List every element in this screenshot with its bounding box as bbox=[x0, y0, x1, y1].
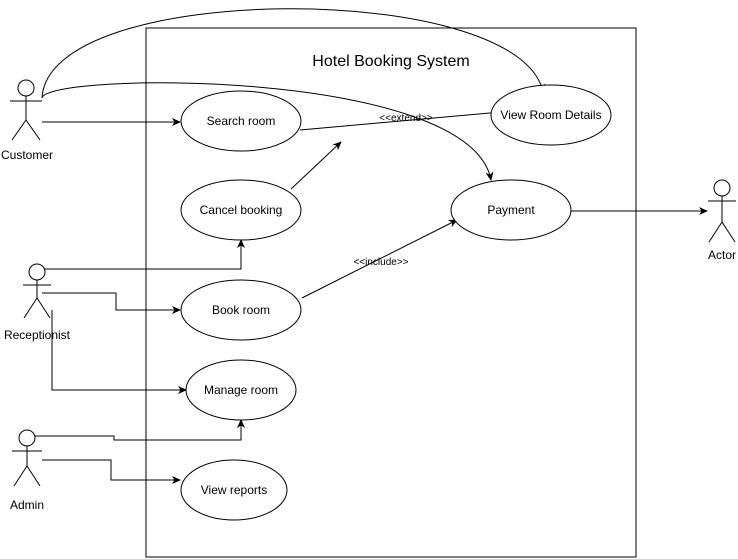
use-case-label: Book room bbox=[212, 303, 270, 317]
include-label: <<include>> bbox=[353, 257, 408, 268]
use-case-label: View reports bbox=[201, 483, 267, 497]
actor-external[interactable]: Actor bbox=[708, 179, 736, 262]
use-case-label: View Room Details bbox=[500, 108, 601, 122]
receptionist-to-book-room-connector bbox=[42, 292, 181, 314]
extend-connector bbox=[299, 108, 502, 131]
actor-admin[interactable]: Admin bbox=[10, 429, 44, 512]
actor-label: Admin bbox=[10, 498, 44, 512]
use-case-label: Payment bbox=[487, 203, 535, 217]
admin-to-view-reports-connector bbox=[42, 459, 181, 484]
use-case-view-room-details[interactable]: View Room Details bbox=[490, 84, 612, 146]
actor-label: Actor bbox=[708, 248, 736, 262]
use-case-view-reports[interactable]: View reports bbox=[180, 459, 288, 521]
extend-label: <<extend>> bbox=[379, 113, 433, 124]
receptionist-to-cancel-booking-connector bbox=[42, 239, 245, 270]
stick-figure-icon bbox=[10, 79, 42, 141]
actor-label: Customer bbox=[1, 148, 53, 162]
use-case-book-room[interactable]: Book room bbox=[180, 279, 302, 341]
include-connector bbox=[301, 219, 458, 299]
stick-figure-icon bbox=[708, 179, 736, 243]
customer-to-view-room-details-connector bbox=[41, 8, 546, 99]
stick-figure-icon bbox=[23, 263, 51, 319]
use-case-search-room[interactable]: Search room bbox=[180, 90, 302, 152]
cancel-booking-extension-connector bbox=[290, 141, 342, 190]
system-boundary bbox=[145, 27, 637, 558]
use-case-payment[interactable]: Payment bbox=[450, 179, 572, 241]
actor-label: Receptionist bbox=[4, 328, 71, 342]
use-case-label: Search room bbox=[207, 114, 276, 128]
receptionist-to-manage-room-connector bbox=[51, 310, 187, 394]
use-case-manage-room[interactable]: Manage room bbox=[185, 359, 297, 421]
stick-figure-icon bbox=[12, 429, 42, 487]
use-case-label: Cancel booking bbox=[200, 203, 283, 217]
actor-customer[interactable]: Customer bbox=[1, 79, 53, 162]
use-case-cancel-booking[interactable]: Cancel booking bbox=[180, 179, 302, 241]
actor-receptionist[interactable]: Receptionist bbox=[4, 263, 71, 342]
system-title: Hotel Booking System bbox=[312, 53, 469, 70]
customer-to-payment-connector bbox=[41, 82, 494, 181]
use-case-label: Manage room bbox=[204, 383, 278, 397]
admin-to-manage-room-connector bbox=[34, 419, 245, 441]
